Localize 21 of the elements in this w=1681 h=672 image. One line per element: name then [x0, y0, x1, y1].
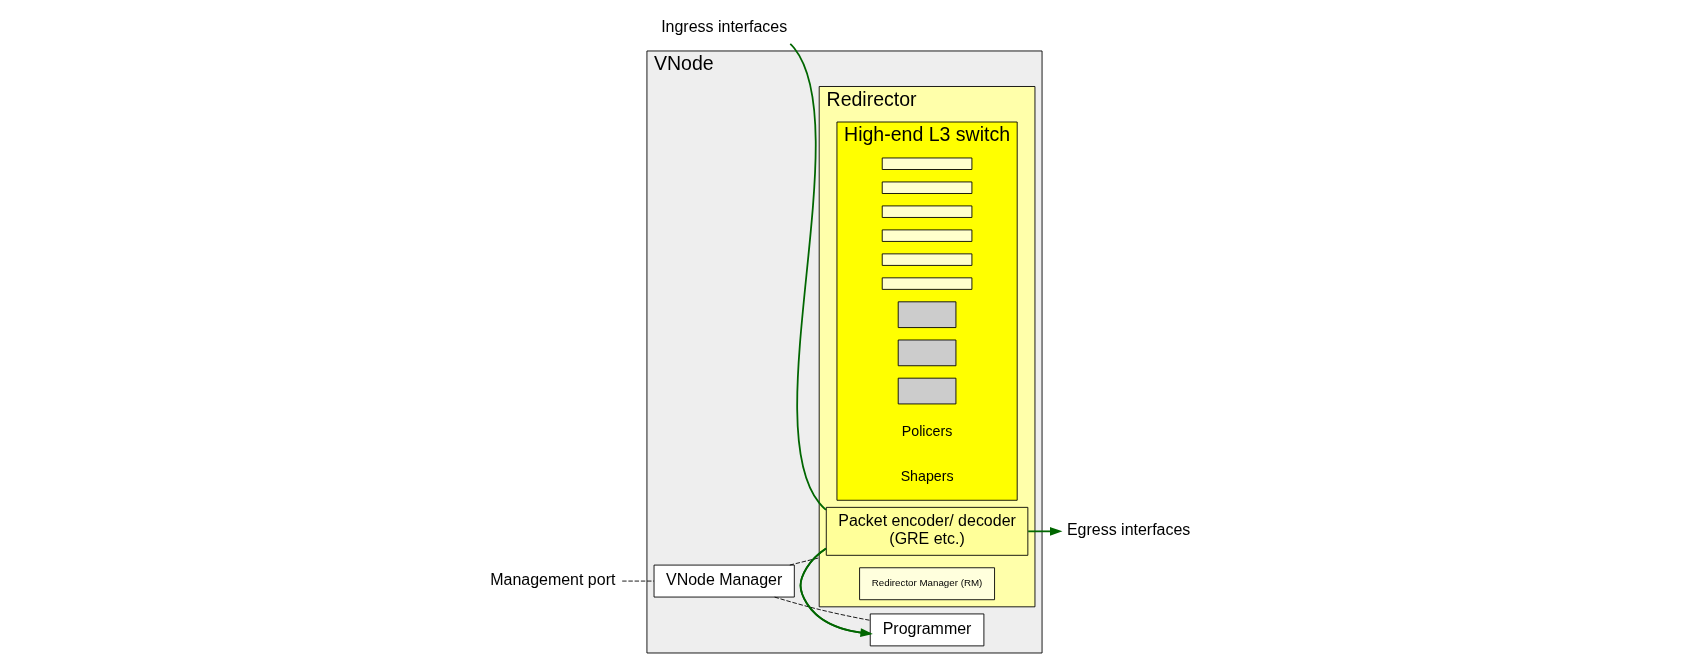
node-bar	[881, 277, 973, 290]
node-bar	[881, 253, 973, 266]
node-text: Management port	[490, 570, 616, 588]
node-bar	[881, 229, 973, 242]
node-box: Redirector Manager (RM)	[859, 567, 995, 601]
node-box: VNode Manager	[653, 564, 795, 598]
node-box: Packet encoder/ decoder (GRE etc.)	[825, 506, 1029, 556]
node-box: Programmer	[869, 613, 985, 647]
connector	[621, 580, 655, 582]
node-bar	[881, 157, 973, 170]
label: Shapers	[900, 467, 954, 484]
node-text: Ingress interfaces	[661, 17, 788, 35]
node-bar	[881, 205, 973, 218]
label: Policers	[901, 423, 953, 440]
node-box	[897, 301, 957, 328]
node-text: Egress interfaces	[1066, 521, 1191, 539]
node-bar	[881, 181, 973, 194]
arrow	[1027, 527, 1063, 536]
node-box	[897, 339, 957, 367]
connector	[789, 43, 827, 511]
node-box	[897, 377, 957, 405]
